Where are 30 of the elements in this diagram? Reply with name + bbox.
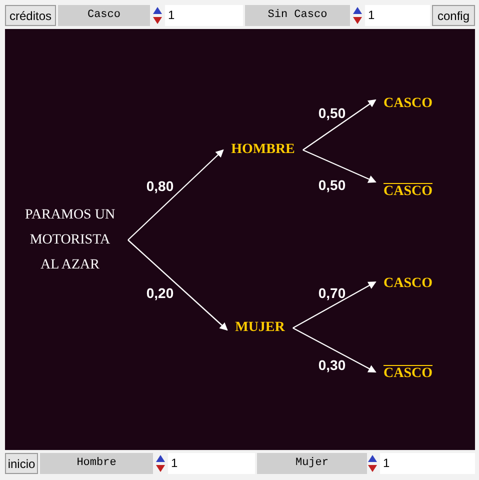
outcome-label: CASCO xyxy=(384,184,432,200)
probability-label: 0,70 xyxy=(318,285,346,301)
probability-label: 0,30 xyxy=(318,357,346,373)
outcome-label: MUJER xyxy=(235,320,285,336)
field-label: Sin Casco xyxy=(245,5,350,26)
field-label: Hombre xyxy=(40,453,153,474)
text-button: inicio xyxy=(5,453,38,474)
text-button: config xyxy=(432,5,475,26)
input-field: 1 xyxy=(165,5,243,26)
arrow xyxy=(302,99,376,150)
text-button: créditos xyxy=(5,5,56,26)
arrow xyxy=(292,327,376,373)
field-label: Casco xyxy=(58,5,150,26)
root-text: PARAMOS UN MOTORISTA AL AZAR xyxy=(20,202,120,278)
input-field: 1 xyxy=(365,5,430,26)
arrow xyxy=(302,149,376,183)
arrow xyxy=(128,149,224,240)
outcome-label: HOMBRE xyxy=(231,142,295,158)
arrow xyxy=(128,240,228,331)
input-field: 1 xyxy=(168,453,255,474)
arrow xyxy=(292,281,376,329)
probability-label: 0,80 xyxy=(146,178,174,194)
field-label: Mujer xyxy=(257,453,367,474)
input-field: 1 xyxy=(380,453,475,474)
outcome-label: CASCO xyxy=(384,276,432,292)
outcome-label: CASCO xyxy=(384,96,432,112)
probability-label: 0,50 xyxy=(318,177,346,193)
probability-label: 0,50 xyxy=(318,105,346,121)
probability-label: 0,20 xyxy=(146,285,174,301)
outcome-label: CASCO xyxy=(384,366,432,382)
